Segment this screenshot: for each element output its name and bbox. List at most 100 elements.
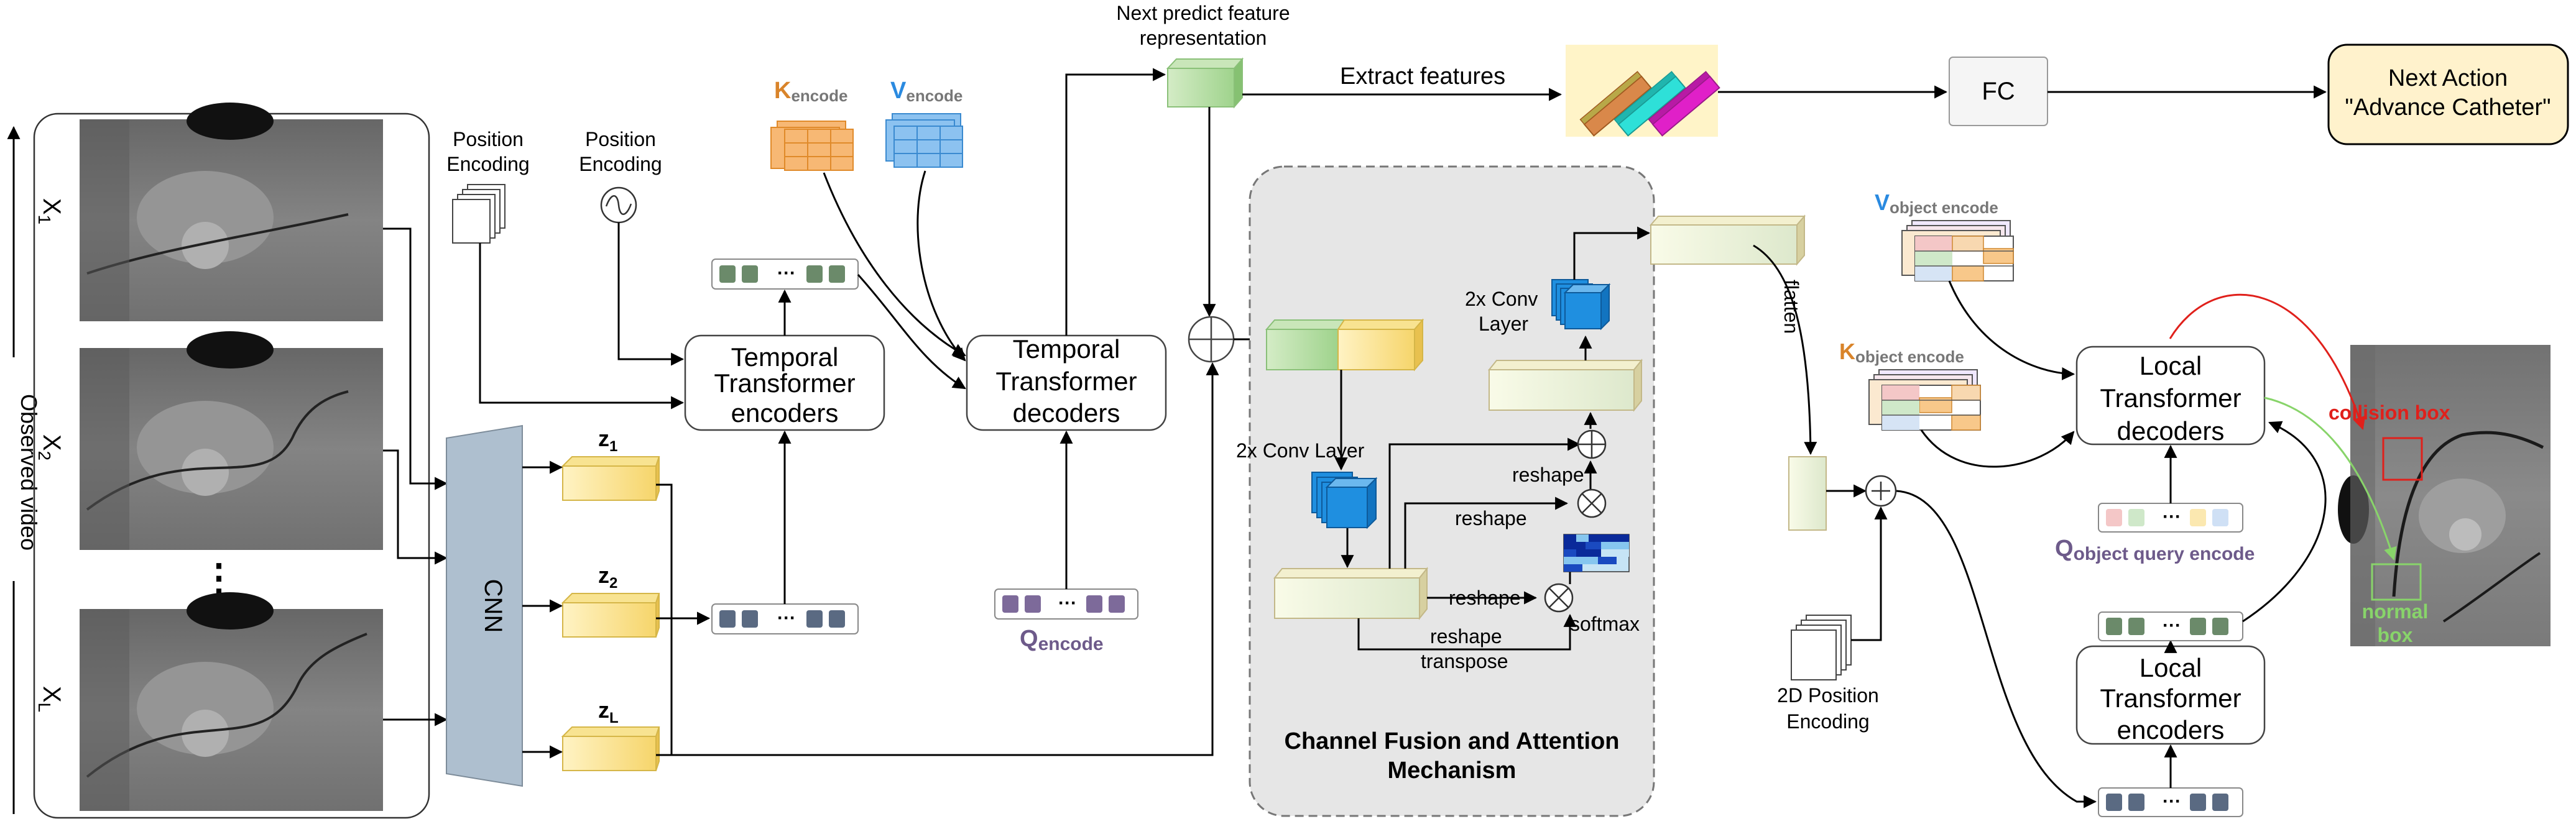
svg-text:Encoding: Encoding (579, 153, 662, 175)
svg-text:Layer: Layer (1479, 313, 1528, 335)
svg-text:representation: representation (1140, 27, 1267, 49)
svg-text:2D Position: 2D Position (1777, 684, 1879, 707)
svg-text:Temporal: Temporal (1013, 334, 1120, 364)
encoder-output-token-row: ··· (711, 259, 859, 290)
svg-text:Qobject query encode: Qobject query encode (2055, 536, 2255, 564)
svg-text:Transformer: Transformer (2100, 383, 2241, 413)
extract-features-label: Extract features (1340, 63, 1505, 89)
svg-text:encoders: encoders (731, 398, 839, 428)
svg-text:Next Action: Next Action (2388, 65, 2508, 91)
normal-arrow (2264, 396, 2397, 561)
frame-x2 (80, 331, 383, 550)
local-encoder-output-token-row: ··· (2098, 611, 2243, 641)
svg-text:Transformer: Transformer (2100, 684, 2241, 713)
flatten-arrow (1753, 244, 1817, 455)
svg-text:···: ··· (777, 608, 796, 628)
detection-output-image: collision box normal box (2329, 345, 2551, 646)
flattened-vector (1788, 456, 1827, 531)
svg-text:"Advance Catheter": "Advance Catheter" (2345, 94, 2551, 121)
conv-layer-left (1311, 472, 1378, 529)
svg-text:decoders: decoders (1013, 398, 1120, 428)
fc-block: FC (1949, 57, 2048, 126)
svg-text:Encoding: Encoding (446, 153, 529, 175)
svg-text:2x Conv: 2x Conv (1465, 288, 1538, 310)
svg-text:transpose: transpose (1421, 650, 1508, 672)
svg-text:Temporal: Temporal (731, 342, 839, 372)
normal-box (2371, 563, 2422, 601)
pos2d-encoding: 2D Position Encoding (1777, 615, 1879, 733)
frame-xl-label: XL (35, 686, 65, 712)
local-input-token-row: ··· (2098, 787, 2243, 817)
conv-left-label: 2x Conv Layer (1236, 439, 1365, 462)
zl-box: zL (561, 697, 660, 771)
add-node (1577, 429, 1607, 459)
svg-text:reshape: reshape (1449, 587, 1521, 609)
svg-text:Qencode: Qencode (1020, 626, 1104, 654)
svg-text:Local: Local (2140, 653, 2202, 682)
fused-feature-block (1265, 318, 1424, 372)
svg-text:z2: z2 (598, 562, 617, 592)
svg-text:X1: X1 (35, 198, 65, 224)
multiply-node-bottom (1544, 583, 1574, 613)
feature-map-middle (1487, 359, 1643, 412)
decoder-to-next-feature-arrow (1065, 68, 1166, 336)
collision-box-label: collision box (2329, 401, 2450, 424)
svg-text:encoders: encoders (2117, 715, 2225, 744)
v-encode: Vencode (885, 78, 963, 168)
svg-text:reshape: reshape (1455, 507, 1527, 529)
frame-x1 (80, 103, 383, 321)
k-object-encode: Kobject encode (1839, 339, 1981, 431)
svg-text:softmax: softmax (1570, 613, 1640, 635)
local-encoders-block: Local Transformer encoders (2075, 645, 2266, 745)
conv-layer-right (1551, 279, 1611, 331)
normal-box-label-2: box (2378, 624, 2413, 646)
frame-to-cnn-arrows (383, 227, 448, 726)
svg-text:Local: Local (2140, 351, 2202, 380)
position-encoding-arrows (479, 222, 685, 410)
z1-box: z1 (561, 426, 660, 501)
next-predict-feature: Next predict feature representation (1116, 2, 1290, 109)
z-token-row: ··· (711, 603, 859, 634)
svg-text:···: ··· (2163, 615, 2181, 636)
svg-text:reshape: reshape (1430, 625, 1502, 648)
svg-text:XL: XL (35, 686, 65, 712)
frame-x2-label: X2 (35, 434, 65, 460)
svg-text:Channel Fusion and Attention: Channel Fusion and Attention (1285, 728, 1620, 754)
svg-text:Vobject encode: Vobject encode (1875, 190, 1998, 217)
frames-ellipsis: ⋮ (200, 557, 238, 598)
svg-text:CNN: CNN (479, 579, 507, 633)
z-to-token-arrows (656, 362, 1219, 756)
fusion-plus-node (1188, 316, 1235, 363)
q-object-token-row: ··· Qobject query encode (2055, 503, 2255, 564)
collision-arrow (2169, 293, 2366, 430)
svg-text:···: ··· (2163, 791, 2181, 812)
normal-box-label-1: normal (2362, 600, 2429, 623)
svg-text:X2: X2 (35, 434, 65, 460)
extracted-feature-bars (1566, 45, 1720, 137)
z2-box: z2 (561, 562, 660, 638)
z-features: z1 z2 zL (561, 426, 660, 771)
collision-box (2382, 437, 2423, 481)
cnn-to-z-arrows (522, 460, 563, 759)
svg-text:···: ··· (2163, 506, 2181, 527)
svg-text:Position: Position (585, 128, 656, 150)
observed-video-axis: Observed video (5, 126, 42, 814)
next-action-block: Next Action "Advance Catheter" (2327, 43, 2569, 145)
local-plus-node (1865, 475, 1897, 507)
temporal-decoders-block: Temporal Transformer decoders (966, 334, 1167, 431)
cnn-block: CNN (446, 424, 523, 787)
plus-to-local-encoder-arrow (1896, 490, 2097, 808)
svg-text:Kobject encode: Kobject encode (1839, 339, 1964, 366)
svg-text:Transformer: Transformer (714, 369, 855, 398)
svg-text:Kencode: Kencode (774, 78, 847, 105)
fusion-output-feature (1649, 214, 1806, 266)
position-encoding-1: Position Encoding (446, 128, 530, 244)
svg-text:decoders: decoders (2117, 416, 2225, 446)
svg-text:Encoding: Encoding (1786, 710, 1869, 733)
svg-text:zL: zL (598, 697, 619, 726)
frame-xl (80, 592, 383, 811)
multiply-node-top (1577, 488, 1607, 518)
svg-text:reshape: reshape (1512, 464, 1584, 486)
q-encode-token-row: ··· Qencode (994, 588, 1138, 654)
